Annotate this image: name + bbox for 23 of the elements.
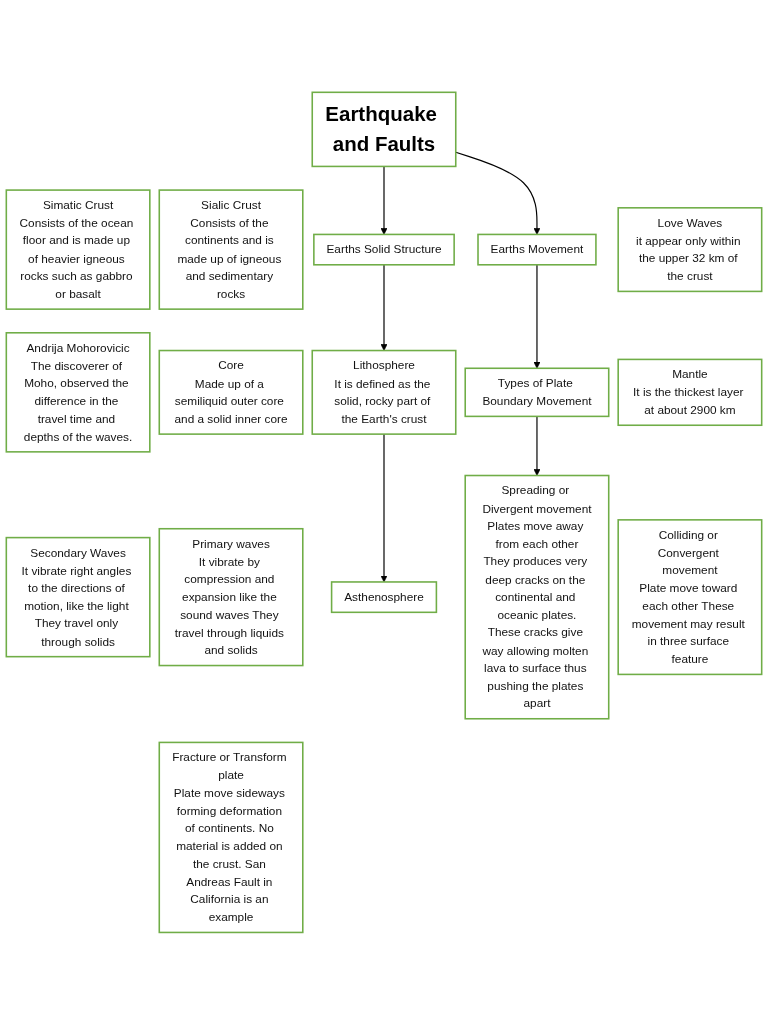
node-box: Simatic Crust Consists of the ocean floor and is made up of heavier igneous rocks such as gabbro or basalt (5, 188, 151, 310)
node-box: Asthenosphere (330, 580, 438, 613)
arrow (533, 263, 541, 369)
arrow (380, 165, 388, 235)
arrow (455, 151, 541, 235)
node-box: Sialic Crust Consists of the continents and is made up of igneous and sedimentary rocks (158, 188, 304, 310)
node-box: Types of Plate Boundary Movement (464, 367, 610, 417)
node-box: Andrija Mohorovicic The discoverer of Moho, observed the difference in the travel time and depths of the waves. (5, 331, 151, 453)
node-box: Earthquake and Faults (311, 91, 457, 167)
node-box: Earths Movement (477, 233, 597, 266)
node-box: Mantle It is the thickest layer at about 2900 km (617, 358, 763, 426)
arrow (380, 263, 388, 351)
node-box: Secondary Waves It vibrate right angles to the directions of motion, like the light They travel only through solids (5, 536, 151, 658)
node-box: Colliding or Convergent movement Plate move toward each other These movement may result in three surface feature (617, 518, 763, 675)
node-box: Earths Solid Structure (313, 233, 455, 266)
node-box: Love Waves it appear only within the upper 32 km of the crust (617, 206, 763, 292)
node-box: Core Made up of a semiliquid outer core and a solid inner core (158, 349, 304, 435)
node-box: Fracture or Transform plate Plate move sideways forming deformation of continents. No material is added on the crust. San Andreas Fault in California is an example (158, 741, 304, 933)
node-box: Primary waves It vibrate by compression and expansion like the sound waves They travel through liquids and solids (158, 527, 304, 666)
arrow (380, 433, 388, 582)
node-box: Spreading or Divergent movement Plates move away from each other They produces very deep cracks on the continental and oceanic plates. These cracks give way allowing molten lava to surface thus pushing the plates apart (464, 474, 610, 720)
node-box: Lithosphere It is defined as the solid, rocky part of the Earth's crust (311, 349, 457, 435)
arrow (533, 415, 541, 476)
